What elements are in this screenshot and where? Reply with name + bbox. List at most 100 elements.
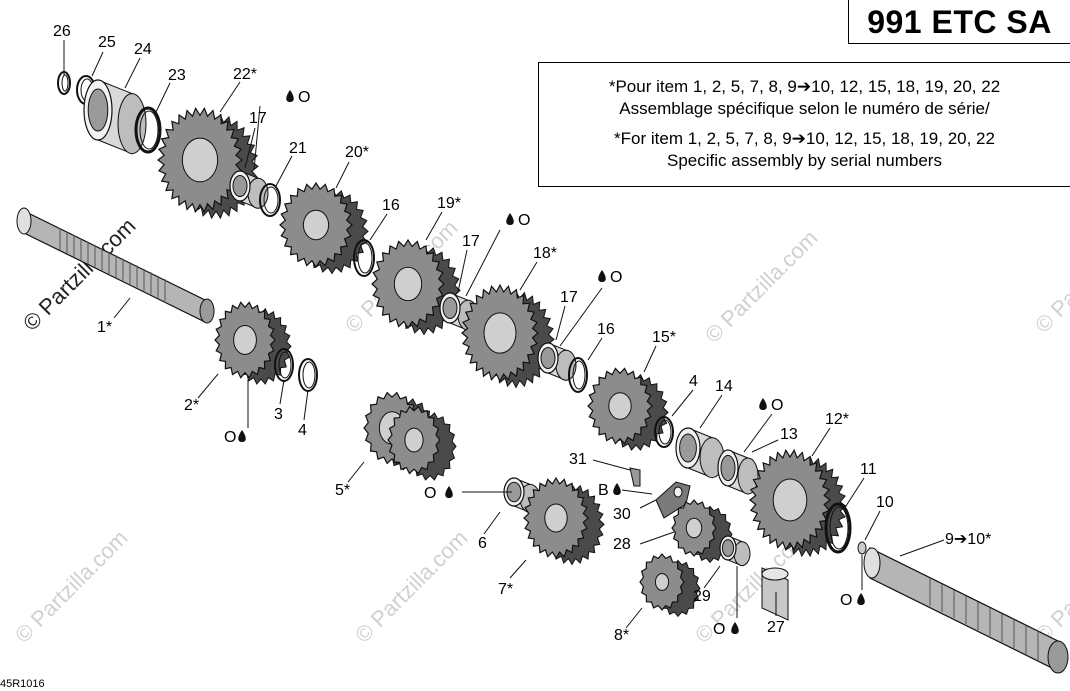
callout-22[interactable]: 22* — [233, 66, 258, 83]
callout-8[interactable]: 8* — [614, 627, 630, 644]
callout-4b[interactable]: 4 — [298, 422, 307, 439]
callout-14[interactable]: 14 — [715, 378, 733, 395]
gear-7[interactable] — [523, 476, 605, 566]
leader-line — [369, 213, 388, 241]
callout-9-10[interactable]: 9➔10* — [945, 531, 992, 548]
leader-line — [113, 297, 131, 319]
output-shaft — [869, 547, 1061, 673]
leader-line — [244, 127, 256, 169]
bushing-13-bore — [720, 454, 736, 482]
callout-16b[interactable]: 16 — [597, 321, 615, 338]
callout-2[interactable]: 2* — [184, 397, 200, 414]
callout-3[interactable]: 3 — [274, 406, 283, 423]
gear-8[interactable] — [639, 553, 701, 618]
gear-28[interactable] — [671, 499, 733, 564]
callout-15[interactable]: 15* — [652, 329, 677, 346]
leader-line — [465, 229, 501, 297]
thrust-washer-11-inner — [829, 506, 849, 550]
bearing-24-bore — [87, 88, 109, 132]
washer-23-inner — [139, 110, 159, 150]
callout-18[interactable]: 18* — [533, 245, 558, 262]
leader-line — [703, 565, 721, 589]
callout-6[interactable]: 6 — [478, 535, 487, 552]
callout-27[interactable]: 27 — [767, 619, 785, 636]
circlip-4b-inner — [302, 361, 316, 389]
callout-29[interactable]: 29 — [693, 588, 711, 605]
callout-12[interactable]: 12* — [825, 411, 850, 428]
note-fr-line-1: *Pour item 1, 2, 5, 7, 8, 9➔10, 12, 15, … — [608, 77, 1001, 96]
callout-26[interactable]: 26 — [53, 23, 71, 40]
washer-4a — [654, 416, 674, 448]
callout-31[interactable]: 31 — [569, 451, 587, 468]
callout-24[interactable]: 24 — [134, 41, 152, 58]
lube-symbol-letter: O — [840, 592, 853, 609]
leader-line — [303, 389, 309, 421]
callout-30[interactable]: 30 — [613, 506, 631, 523]
input-shaft-tip — [199, 298, 215, 324]
callout-28[interactable]: 28 — [613, 536, 631, 553]
gear-bore — [544, 503, 568, 533]
leader-line — [197, 373, 219, 399]
leader-line — [483, 511, 501, 535]
gear-bore — [302, 209, 330, 241]
circlip-16a — [353, 239, 375, 277]
oil-drop-icon — [857, 593, 865, 605]
input-shaft-end — [16, 207, 32, 235]
leader-line — [555, 305, 566, 341]
callout-4a[interactable]: 4 — [689, 373, 698, 390]
callout-21[interactable]: 21 — [289, 140, 307, 157]
leader-line — [811, 427, 831, 457]
callout-1[interactable]: 1* — [97, 319, 113, 336]
callout-23[interactable]: 23 — [168, 67, 186, 84]
leader-line — [639, 499, 657, 509]
gear-18[interactable] — [461, 283, 555, 389]
gear-bore — [772, 478, 808, 522]
leader-line — [671, 389, 694, 417]
model-title-box: 991 ETC SA — [848, 0, 1070, 44]
gear-bore — [181, 137, 219, 183]
leader-line — [275, 155, 293, 187]
leader-line — [587, 337, 603, 361]
callout-11[interactable]: 11 — [860, 461, 877, 478]
assembly-note-box: *Pour item 1, 2, 5, 7, 8, 9➔10, 12, 15, … — [538, 62, 1070, 187]
leader-line — [519, 261, 538, 291]
callout-17c[interactable]: 17 — [560, 289, 578, 306]
circlip-16b — [568, 357, 588, 393]
callout-16a[interactable]: 16 — [382, 197, 400, 214]
gear-bore — [233, 325, 257, 355]
output-shaft-end — [863, 547, 881, 579]
gear-5-second-stage[interactable] — [387, 405, 457, 481]
gear-bore — [393, 266, 423, 302]
oil-drop-icon — [598, 270, 606, 282]
thrust-washer-11 — [824, 502, 852, 554]
callout-25[interactable]: 25 — [98, 34, 116, 51]
callout-13[interactable]: 13 — [780, 426, 798, 443]
washer-4a-inner — [658, 419, 672, 445]
leader-line — [219, 81, 241, 113]
callout-7[interactable]: 7* — [498, 581, 514, 598]
oil-drop-icon — [731, 622, 739, 634]
note-en-line-2: Specific assembly by serial numbers — [667, 151, 942, 170]
leader-line — [639, 531, 675, 545]
lube-symbol-letter: O — [424, 485, 437, 502]
callout-17a[interactable]: 17 — [249, 110, 267, 127]
circlip-16b-inner — [572, 360, 586, 390]
leader-line — [457, 249, 468, 293]
gear-bore — [685, 517, 703, 539]
shift-plate-hole — [673, 486, 683, 498]
callout-17b[interactable]: 17 — [462, 233, 480, 250]
callout-20[interactable]: 20* — [345, 144, 370, 161]
leader-line — [643, 345, 657, 373]
callout-19[interactable]: 19* — [437, 195, 462, 212]
gear-bore — [654, 573, 670, 591]
gear-15[interactable] — [587, 367, 669, 451]
leader-line — [335, 161, 350, 189]
leader-line — [625, 607, 643, 629]
needle-bearing-29-bore — [721, 539, 735, 557]
oil-drop-icon — [759, 398, 767, 410]
gear-20[interactable] — [279, 181, 369, 275]
callout-10[interactable]: 10 — [876, 494, 894, 511]
callout-5[interactable]: 5* — [335, 482, 351, 499]
